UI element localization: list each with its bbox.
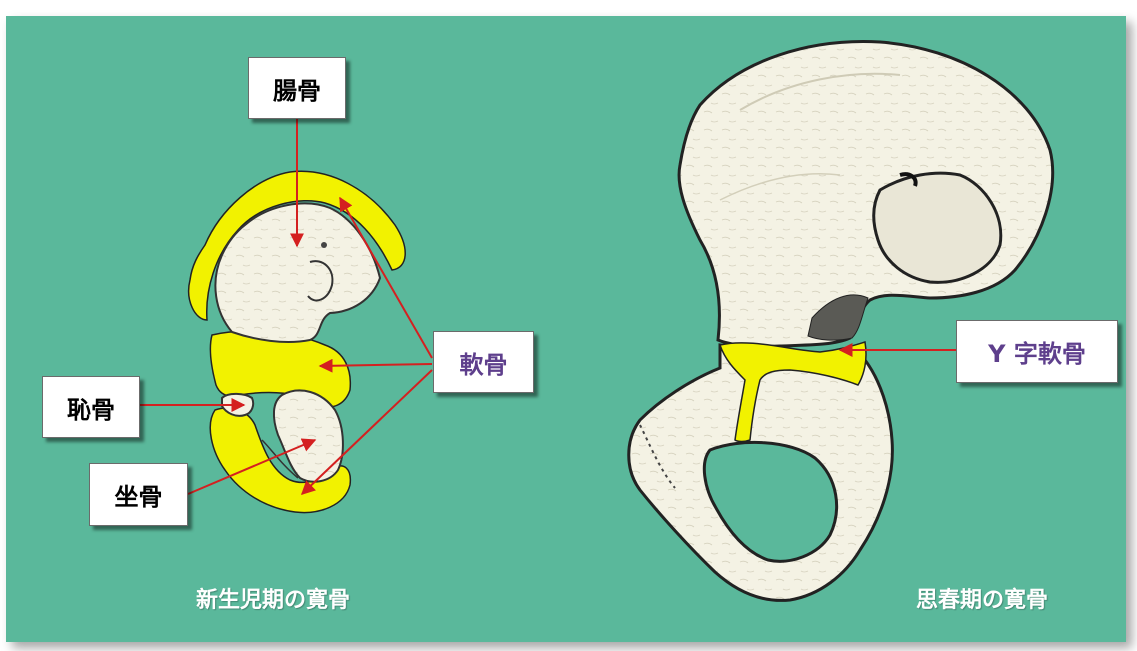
label-pubis: 恥骨 <box>42 376 140 438</box>
caption-newborn-hip-bone: 新生児期の寛骨 <box>196 582 350 614</box>
caption-adolescent-hip-bone: 思春期の寛骨 <box>916 582 1048 614</box>
label-y-cartilage: Y 字軟骨 <box>956 320 1118 383</box>
label-ischium: 坐骨 <box>89 463 188 526</box>
label-cartilage: 軟骨 <box>433 331 534 393</box>
label-ilium: 腸骨 <box>248 57 346 119</box>
